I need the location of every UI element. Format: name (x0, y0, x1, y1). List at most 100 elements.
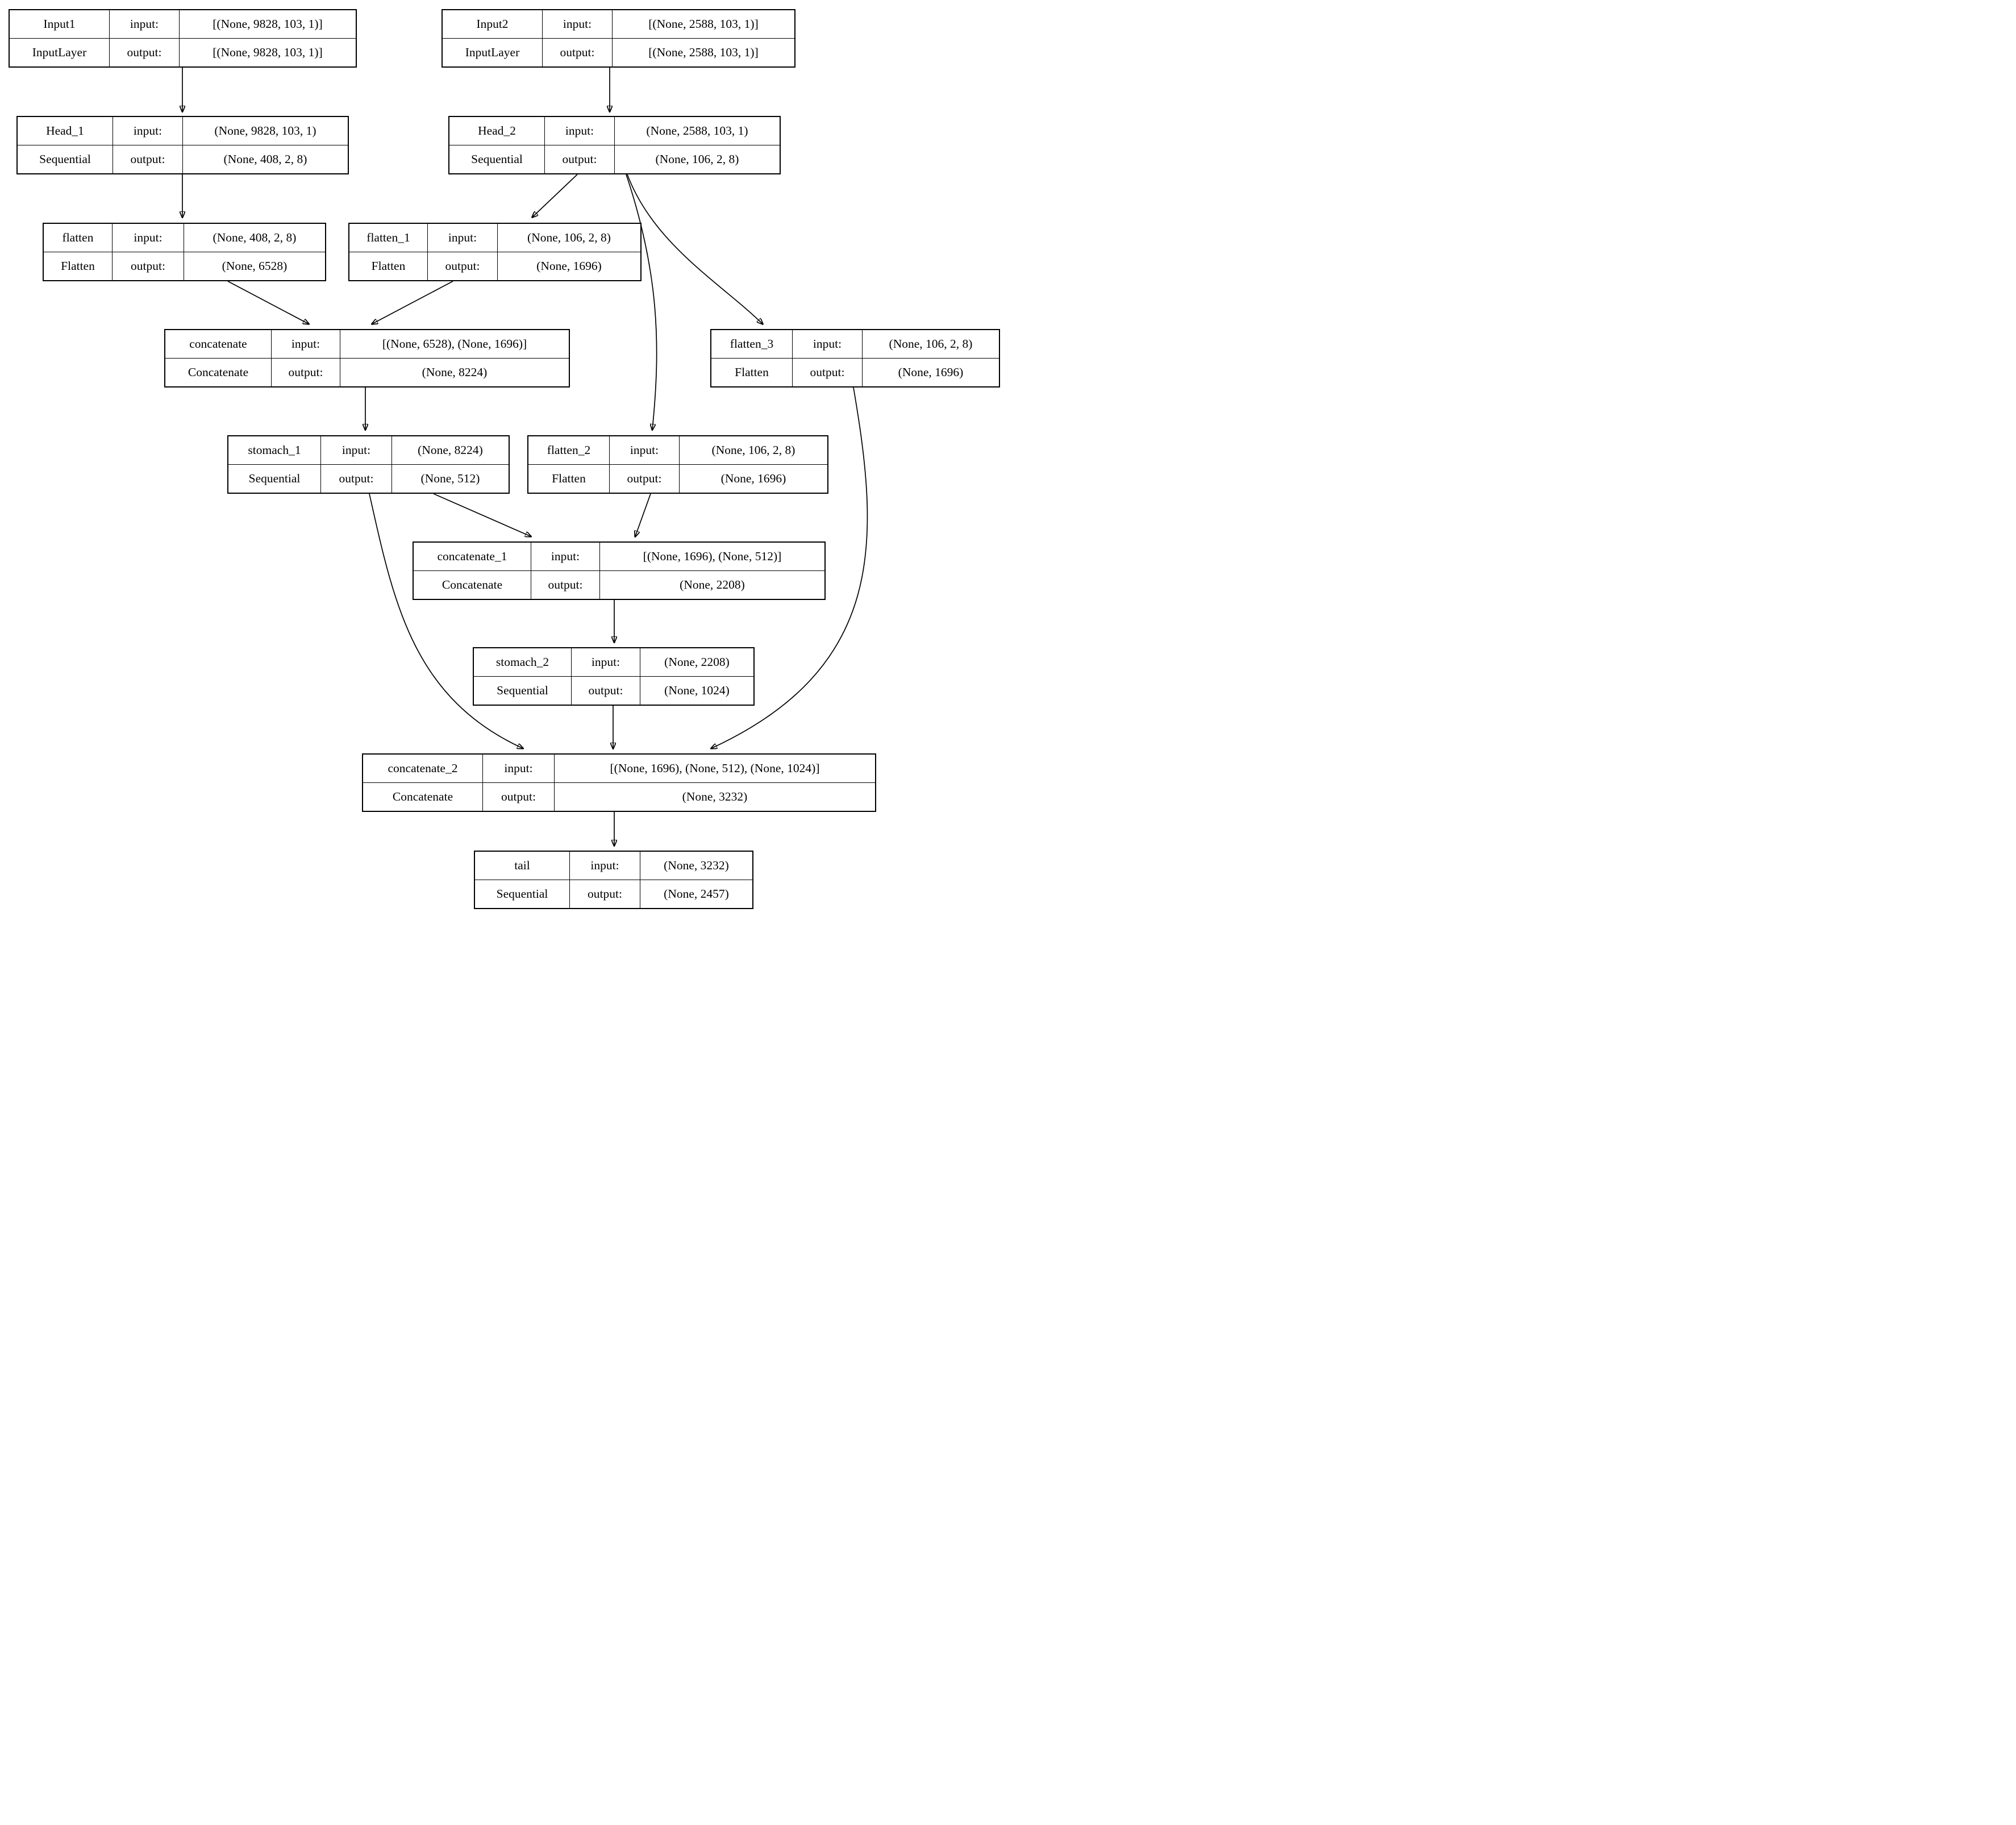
input-label: input: (610, 436, 680, 465)
output-shape: [(None, 2588, 103, 1)] (648, 45, 759, 59)
edge-stomach1-concatenate2 (369, 493, 523, 748)
layer-type: Sequential (18, 145, 113, 173)
output-label: output: (483, 782, 555, 811)
input-shape: (None, 3232) (640, 852, 752, 880)
output-shape: (None, 6528) (222, 259, 288, 273)
layer-node-flatten: flatten input: (None, 408, 2, 8) Flatten… (43, 223, 326, 281)
layer-type: Concatenate (363, 782, 483, 811)
input-shape: (None, 106, 2, 8) (863, 330, 999, 359)
input-label: input: (428, 224, 498, 252)
output-label: output: (113, 145, 183, 173)
layer-name: Input1 (10, 10, 110, 39)
layer-name: stomach_1 (228, 436, 321, 465)
input-shape: (None, 2208) (640, 648, 753, 677)
output-label: output: (428, 252, 498, 280)
model-architecture-diagram: Input1 input: [(None, 9828, 103, 1)] Inp… (0, 0, 1008, 913)
edge-head2-flatten3 (627, 174, 763, 324)
edge-stomach1-concatenate1 (433, 493, 531, 536)
layer-node-input1: Input1 input: [(None, 9828, 103, 1)] Inp… (9, 9, 357, 68)
edge-flatten1-concatenate (372, 281, 453, 324)
layer-node-head-2: Head_2 input: (None, 2588, 103, 1) Seque… (448, 116, 781, 174)
layer-type: Sequential (449, 145, 545, 173)
edge-flatten2-concatenate1 (635, 493, 651, 536)
layer-node-concatenate-1: concatenate_1 input: [(None, 1696), (Non… (413, 541, 826, 600)
output-label: output: (531, 570, 600, 599)
input-label: input: (272, 330, 340, 359)
edge-layer (0, 68, 868, 913)
input-label: input: (545, 117, 615, 145)
output-shape: [(None, 9828, 103, 1)] (213, 45, 323, 59)
input-shape: (None, 9828, 103, 1) (183, 117, 348, 145)
edge-flatten-concatenate (227, 281, 309, 324)
layer-name: flatten_1 (349, 224, 428, 252)
edge-head2-flatten2 (626, 174, 657, 430)
input-shape: [(None, 1696), (None, 512)] (600, 543, 824, 571)
input-shape: [(None, 1696), (None, 512), (None, 1024)… (555, 755, 875, 783)
output-label: output: (545, 145, 615, 173)
input-shape: [(None, 6528), (None, 1696)] (340, 330, 569, 359)
layer-node-flatten-2: flatten_2 input: (None, 106, 2, 8) Flatt… (527, 435, 828, 494)
input-shape: [(None, 2588, 103, 1)] (613, 10, 794, 39)
layer-name: concatenate (165, 330, 272, 359)
output-label: output: (321, 464, 392, 493)
input-label: input: (543, 10, 613, 39)
input-label: input: (572, 648, 640, 677)
layer-name: stomach_2 (474, 648, 572, 677)
layer-node-flatten-1: flatten_1 input: (None, 106, 2, 8) Flatt… (348, 223, 642, 281)
output-label: output: (610, 464, 680, 493)
layer-node-concatenate-2: concatenate_2 input: [(None, 1696), (Non… (362, 753, 876, 812)
layer-node-input2: Input2 input: [(None, 2588, 103, 1)] Inp… (441, 9, 795, 68)
output-label: output: (113, 252, 184, 280)
input-label: input: (110, 10, 180, 39)
layer-name: concatenate_2 (363, 755, 483, 783)
layer-node-stomach-2: stomach_2 input: (None, 2208) Sequential… (473, 647, 755, 706)
output-label: output: (793, 358, 863, 386)
input-shape: [(None, 9828, 103, 1)] (180, 10, 356, 39)
output-label: output: (272, 358, 340, 386)
output-shape: (None, 1696) (720, 471, 786, 485)
layer-type: Sequential (475, 880, 570, 908)
layer-type: Flatten (349, 252, 428, 280)
layer-name: Head_1 (18, 117, 113, 145)
output-shape: (None, 8224) (422, 365, 488, 379)
output-label: output: (110, 38, 180, 66)
layer-name: concatenate_1 (414, 543, 531, 571)
input-label: input: (321, 436, 392, 465)
edge-head2-flatten1 (532, 174, 578, 217)
input-label: input: (531, 543, 600, 571)
output-shape: (None, 2208) (680, 577, 745, 591)
output-label: output: (570, 880, 640, 908)
layer-type: Concatenate (165, 358, 272, 386)
input-shape: (None, 408, 2, 8) (184, 224, 325, 252)
layer-type: InputLayer (443, 38, 543, 66)
output-shape: (None, 512) (420, 471, 480, 485)
layer-node-head-1: Head_1 input: (None, 9828, 103, 1) Seque… (16, 116, 349, 174)
layer-name: Head_2 (449, 117, 545, 145)
layer-name: flatten (44, 224, 113, 252)
layer-name: flatten_3 (711, 330, 793, 359)
output-shape: (None, 2457) (664, 886, 729, 901)
input-label: input: (570, 852, 640, 880)
output-shape: (None, 1696) (898, 365, 964, 379)
input-shape: (None, 106, 2, 8) (498, 224, 640, 252)
layer-type: Concatenate (414, 570, 531, 599)
input-label: input: (483, 755, 555, 783)
output-shape: (None, 3232) (682, 789, 748, 803)
input-shape: (None, 8224) (392, 436, 509, 465)
layer-type: Sequential (474, 676, 572, 705)
input-shape: (None, 2588, 103, 1) (615, 117, 780, 145)
output-label: output: (572, 676, 640, 705)
edge-flatten3-concatenate2 (711, 387, 868, 748)
layer-type: InputLayer (10, 38, 110, 66)
layer-node-flatten-3: flatten_3 input: (None, 106, 2, 8) Flatt… (710, 329, 1000, 388)
layer-name: flatten_2 (528, 436, 610, 465)
layer-type: Flatten (44, 252, 113, 280)
input-label: input: (113, 117, 183, 145)
output-label: output: (543, 38, 613, 66)
output-shape: (None, 408, 2, 8) (223, 152, 307, 166)
input-shape: (None, 106, 2, 8) (680, 436, 827, 465)
layer-node-tail: tail input: (None, 3232) Sequential outp… (474, 851, 753, 909)
layer-name: tail (475, 852, 570, 880)
output-shape: (None, 1024) (664, 683, 730, 697)
layer-type: Sequential (228, 464, 321, 493)
